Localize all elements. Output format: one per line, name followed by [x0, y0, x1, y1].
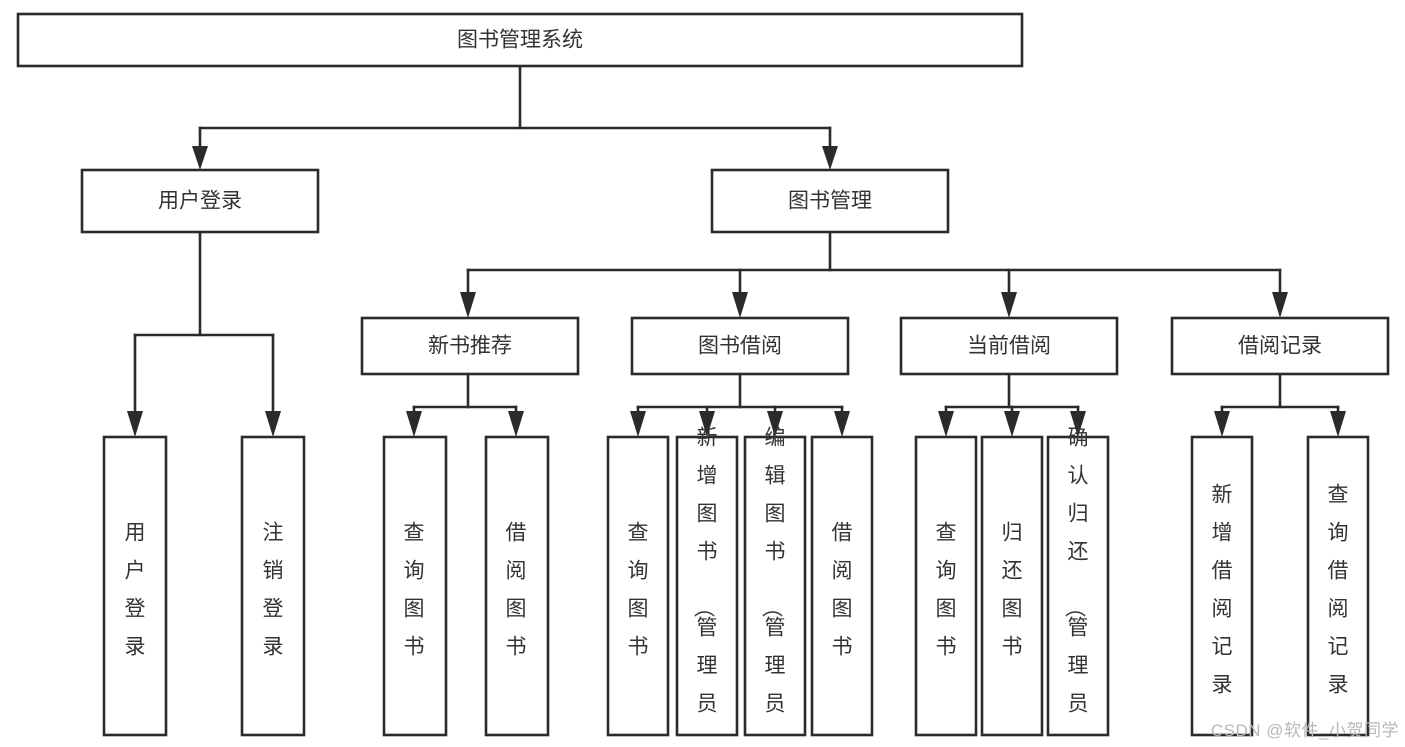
arrow-leaf-query-record — [1330, 411, 1346, 437]
node-leaf-user-login[interactable]: 用户登录 — [102, 435, 168, 737]
node-leaf-query-book-3-label: 查询图书 — [936, 522, 957, 659]
node-root-label: 图书管理系统 — [457, 29, 583, 52]
node-leaf-borrow-book-1[interactable]: 借阅图书 — [484, 435, 550, 737]
node-leaf-edit-book[interactable]: 编辑图书（管理员） — [743, 427, 807, 747]
arrow-leaf-borrow-book-2 — [834, 411, 850, 437]
node-current-borrow-box[interactable] — [899, 316, 1119, 376]
node-leaf-add-book-label: 新增图书（管理员） — [692, 427, 718, 747]
node-leaf-add-book[interactable]: 新增图书（管理员） — [675, 427, 739, 747]
node-leaf-user-login-box[interactable] — [102, 435, 168, 737]
arrow-book-borrow — [732, 292, 748, 318]
node-leaf-return-book[interactable]: 归还图书 — [980, 435, 1044, 737]
node-root[interactable]: 图书管理系统 — [16, 12, 1024, 68]
node-leaf-query-book-3[interactable]: 查询图书 — [914, 435, 978, 737]
arrow-leaf-add-record — [1214, 411, 1230, 437]
arrow-leaf-query-book-2 — [630, 411, 646, 437]
node-leaf-borrow-book-2[interactable]: 借阅图书 — [810, 435, 874, 737]
node-book-manage-box[interactable] — [710, 168, 950, 234]
node-book-borrow[interactable]: 图书借阅 — [630, 316, 850, 376]
node-leaf-query-book-1-label: 查询图书 — [404, 522, 425, 659]
node-leaf-confirm-return-label: 确认归还（管理员） — [1063, 427, 1089, 747]
node-leaf-query-book-2-label: 查询图书 — [628, 522, 649, 659]
edge-layer — [127, 64, 1346, 437]
node-leaf-query-book-2-box[interactable] — [606, 435, 670, 737]
node-user-login-box[interactable] — [80, 168, 320, 234]
node-leaf-borrow-book-2-box[interactable] — [810, 435, 874, 737]
node-book-borrow-box[interactable] — [630, 316, 850, 376]
arrow-leaf-return-book — [1004, 411, 1020, 437]
node-leaf-borrow-book-1-box[interactable] — [484, 435, 550, 737]
node-leaf-query-book-3-box[interactable] — [914, 435, 978, 737]
node-root-box[interactable] — [16, 12, 1024, 68]
node-leaf-user-login-label: 用户登录 — [125, 522, 146, 659]
node-leaf-add-record[interactable]: 新增借阅记录 — [1190, 435, 1254, 737]
node-current-borrow[interactable]: 当前借阅 — [899, 316, 1119, 376]
node-new-book-rec-box[interactable] — [360, 316, 580, 376]
node-leaf-query-record-label: 查询借阅记录 — [1328, 484, 1349, 697]
node-user-login-label: 用户登录 — [158, 190, 242, 213]
node-leaf-edit-book-box[interactable] — [743, 435, 807, 737]
node-leaf-confirm-return-box[interactable] — [1046, 435, 1110, 737]
node-leaf-edit-book-label: 编辑图书（管理员） — [760, 427, 786, 747]
node-leaf-add-record-box[interactable] — [1190, 435, 1254, 737]
node-book-manage-label: 图书管理 — [788, 190, 872, 213]
arrow-new-book-rec — [460, 292, 476, 318]
node-book-manage[interactable]: 图书管理 — [710, 168, 950, 234]
node-leaf-borrow-book-2-label: 借阅图书 — [832, 522, 853, 659]
node-leaf-query-record-box[interactable] — [1306, 435, 1370, 737]
arrow-leaf-query-book-1 — [406, 411, 422, 437]
node-leaf-query-book-1-box[interactable] — [382, 435, 448, 737]
node-leaf-query-record[interactable]: 查询借阅记录 — [1306, 435, 1370, 737]
node-new-book-rec[interactable]: 新书推荐 — [360, 316, 580, 376]
arrow-book-manage — [822, 146, 838, 170]
arrow-user-login — [192, 146, 208, 170]
node-leaf-borrow-book-1-label: 借阅图书 — [506, 522, 527, 659]
arrow-borrow-record — [1272, 292, 1288, 318]
node-leaf-query-book-1[interactable]: 查询图书 — [382, 435, 448, 737]
csdn-watermark: CSDN @软件_小贺同学 — [1210, 721, 1399, 740]
node-leaf-logout[interactable]: 注销登录 — [240, 435, 306, 737]
node-borrow-record-label: 借阅记录 — [1238, 335, 1322, 358]
node-leaf-logout-box[interactable] — [240, 435, 306, 737]
node-leaf-return-book-box[interactable] — [980, 435, 1044, 737]
node-leaf-add-record-label: 新增借阅记录 — [1212, 484, 1233, 697]
node-borrow-record[interactable]: 借阅记录 — [1170, 316, 1390, 376]
node-borrow-record-box[interactable] — [1170, 316, 1390, 376]
node-leaf-return-book-label: 归还图书 — [1002, 522, 1023, 659]
arrow-leaf-query-book-3 — [938, 411, 954, 437]
arrow-current-borrow — [1001, 292, 1017, 318]
node-leaf-confirm-return[interactable]: 确认归还（管理员） — [1046, 427, 1110, 747]
arrow-leaf-borrow-book-1 — [508, 411, 524, 437]
arrow-leaf-edit-book — [767, 411, 783, 437]
arrow-leaf-logout — [265, 411, 281, 437]
arrow-leaf-add-book — [699, 411, 715, 437]
node-current-borrow-label: 当前借阅 — [967, 335, 1051, 358]
node-leaf-query-book-2[interactable]: 查询图书 — [606, 435, 670, 737]
node-book-borrow-label: 图书借阅 — [698, 335, 782, 358]
node-leaf-add-book-box[interactable] — [675, 435, 739, 737]
node-new-book-rec-label: 新书推荐 — [428, 335, 512, 358]
node-leaf-logout-label: 注销登录 — [263, 522, 284, 659]
node-layer: 图书管理系统 用户登录 图书管理 新书推荐 图书借阅 当前 — [16, 12, 1390, 747]
node-user-login[interactable]: 用户登录 — [80, 168, 320, 234]
arrow-leaf-user-login — [127, 411, 143, 437]
arrow-leaf-confirm-return — [1070, 411, 1086, 437]
